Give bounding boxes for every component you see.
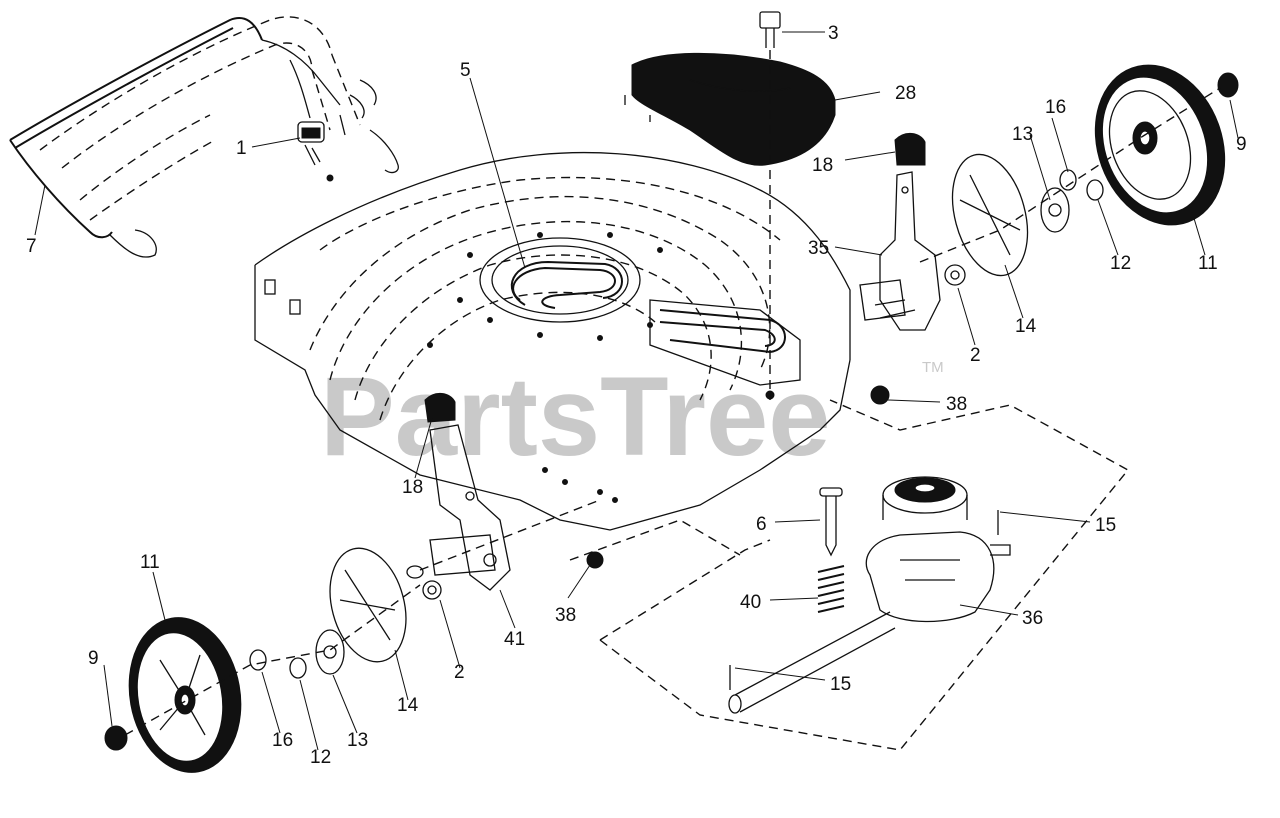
callout-2-left: 2 xyxy=(454,662,465,683)
watermark-brand: PartsTree xyxy=(320,354,831,479)
callout-15-left: 15 xyxy=(830,674,851,695)
callout-1: 1 xyxy=(236,138,247,159)
right-height-adjuster xyxy=(859,133,966,405)
watermark-trademark: TM xyxy=(922,359,944,376)
callout-3: 3 xyxy=(828,23,839,44)
callout-2-right: 2 xyxy=(970,345,981,366)
callout-11-left: 11 xyxy=(140,552,160,573)
callout-11-right: 11 xyxy=(1198,253,1218,274)
callout-12-right: 12 xyxy=(1110,253,1131,274)
callout-5: 5 xyxy=(460,60,471,81)
callout-38-right: 38 xyxy=(946,394,967,415)
callout-16-right: 16 xyxy=(1045,97,1066,118)
callout-41: 41 xyxy=(504,629,525,650)
callout-14-left: 14 xyxy=(397,695,419,716)
callout-40: 40 xyxy=(740,592,761,613)
callout-28: 28 xyxy=(895,83,916,104)
callout-35: 35 xyxy=(808,238,829,259)
callout-9-left: 9 xyxy=(88,648,99,669)
rear-cover xyxy=(624,11,836,400)
callout-13-left: 13 xyxy=(347,730,368,751)
callout-13-right: 13 xyxy=(1012,124,1033,145)
transmission-assembly xyxy=(569,399,1130,751)
callout-16-left: 16 xyxy=(272,730,293,751)
callout-numbers: 1 3 5 7 28 18 16 13 9 35 12 11 14 2 38 1… xyxy=(26,23,1247,768)
callout-14-right: 14 xyxy=(1015,316,1037,337)
right-wheel-assembly xyxy=(919,64,1239,277)
leader-lines xyxy=(34,31,1239,751)
callout-6: 6 xyxy=(756,514,767,535)
callout-15-right: 15 xyxy=(1095,515,1116,536)
left-height-adjuster xyxy=(406,393,604,600)
callout-38-left: 38 xyxy=(555,605,576,626)
handle-assembly xyxy=(9,16,399,258)
callout-9-right: 9 xyxy=(1236,134,1247,155)
left-wheel-assembly xyxy=(104,547,421,773)
mower-deck xyxy=(254,151,851,531)
callout-36: 36 xyxy=(1022,608,1043,629)
callout-7: 7 xyxy=(26,236,37,257)
callout-18-left: 18 xyxy=(402,477,423,498)
callout-12-left: 12 xyxy=(310,747,331,768)
callout-18-right: 18 xyxy=(812,155,833,176)
